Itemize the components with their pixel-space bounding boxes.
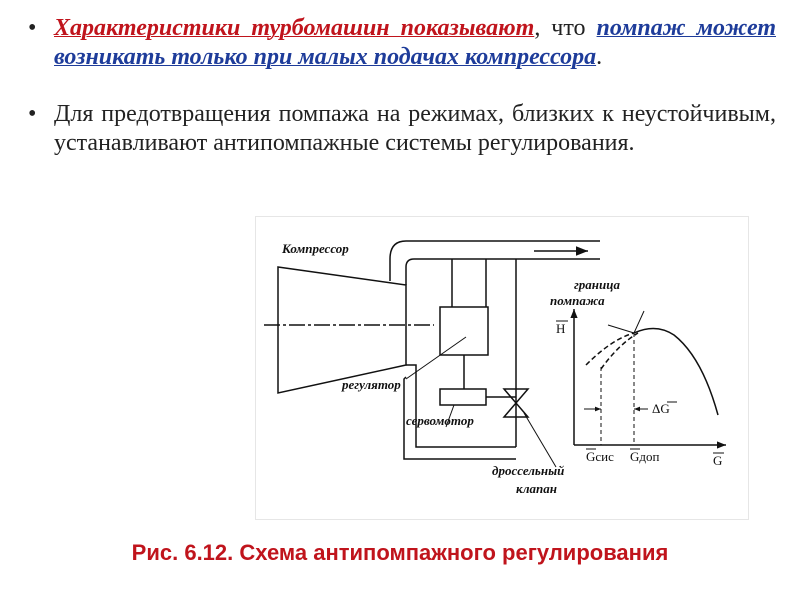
surge-label-line1: граница xyxy=(574,277,620,292)
highlight-red-text: Характеристики турбомашин показывают xyxy=(54,15,535,41)
bullet-item-2: • Для предотвращения помпажа на режимах,… xyxy=(28,100,776,158)
return-pipe-outer xyxy=(403,376,516,460)
connector-text: , что xyxy=(534,15,597,41)
compressor-shape xyxy=(277,266,407,394)
bullet-item-1: • Характеристики турбомашин показывают, … xyxy=(28,14,776,72)
sentence-end: . xyxy=(596,44,603,70)
valve-bottom xyxy=(502,401,530,418)
characteristic-graph xyxy=(570,309,726,449)
regulator-label: регулятор xyxy=(341,377,401,392)
throttle-label-line2: клапан xyxy=(516,481,557,496)
unstable-branch xyxy=(585,332,635,366)
highlight-blue-text: помпаж может возникать только при малых … xyxy=(54,15,776,70)
figure-caption: Рис. 6.12. Схема антипомпажного регулиро… xyxy=(131,540,669,565)
bullet-list: • Характеристики турбомашин показывают, … xyxy=(28,14,776,158)
valve-top xyxy=(502,388,530,405)
g-dop-label: Gдоп xyxy=(630,449,660,464)
discharge-pipe-inner xyxy=(405,258,600,285)
surge-label-line2: помпажа xyxy=(550,293,605,308)
bullet-text: Для предотвращения помпажа на режимах, б… xyxy=(54,101,776,156)
bullet-marker: • xyxy=(28,15,37,41)
surge-line xyxy=(600,332,639,370)
throttle-label-line1: дроссельный xyxy=(492,463,564,478)
figure-diagram: Компрессор регулятор сервомотор дроссель… xyxy=(256,217,748,519)
delta-g-label: ΔG xyxy=(652,401,670,416)
bullet-marker: • xyxy=(28,101,37,127)
discharge-pipe-outer xyxy=(389,240,600,281)
characteristic-curve xyxy=(633,327,719,416)
x-axis-label: G xyxy=(713,453,722,468)
return-pipe-inner xyxy=(406,364,516,448)
antisurge-scheme: Компрессор регулятор сервомотор дроссель… xyxy=(264,240,726,496)
regulator-box xyxy=(439,306,489,356)
servomotor-box xyxy=(439,388,487,406)
y-axis-label: H xyxy=(556,321,565,336)
compressor-label: Компрессор xyxy=(281,241,349,256)
g-sis-label: Gсис xyxy=(586,449,614,464)
servomotor-label: сервомотор xyxy=(406,413,474,428)
